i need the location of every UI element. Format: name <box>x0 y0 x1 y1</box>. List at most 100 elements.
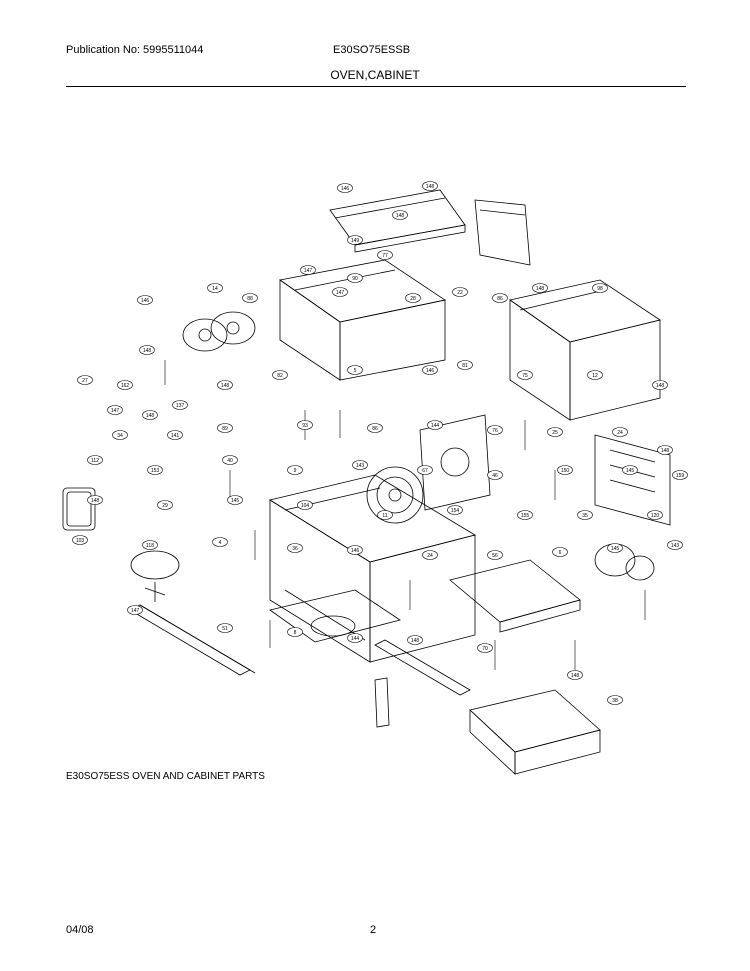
part-callout-label: 137 <box>176 403 185 409</box>
part-callout-label: 24 <box>617 430 623 436</box>
publication-number: Publication No: 5995511044 <box>66 44 204 56</box>
part-callout-label: 28 <box>410 296 416 302</box>
door-gasket-part <box>62 487 96 531</box>
part-callout-label: 6 <box>559 550 562 556</box>
part-callout-label: 145 <box>231 498 240 504</box>
part-callout-label: 148 <box>143 348 152 354</box>
part-callout-label: 77 <box>382 253 388 259</box>
part-callout-label: 162 <box>121 383 130 389</box>
part-callout-label: 155 <box>521 513 530 519</box>
part-callout: 146 <box>347 545 363 555</box>
part-callout: 148 <box>392 210 408 220</box>
blower-part <box>594 543 655 581</box>
part-callout-label: 148 <box>146 413 155 419</box>
part-callout-label: 88 <box>247 296 253 302</box>
part-callout-label: 144 <box>351 636 360 642</box>
part-callout-label: 14 <box>212 286 218 292</box>
part-callout: 144 <box>427 420 443 430</box>
part-callout: 148 <box>422 181 438 191</box>
part-callout: 148 <box>139 345 155 355</box>
part-callout: 143 <box>352 460 368 470</box>
rear-panel-part <box>419 414 491 511</box>
part-callout: 14 <box>207 283 223 293</box>
part-callout-label: 148 <box>656 383 665 389</box>
part-callout-label: 103 <box>76 538 85 544</box>
part-callout: 146 <box>337 183 353 193</box>
part-callout-label: 148 <box>411 638 420 644</box>
part-callout-label: 146 <box>341 186 350 192</box>
part-callout-label: 46 <box>492 473 498 479</box>
part-callout: 36 <box>287 543 303 553</box>
part-callout: 112 <box>87 455 103 465</box>
part-callout-label: 120 <box>651 513 660 519</box>
part-callout: 6 <box>552 547 568 557</box>
part-callout-label: 148 <box>91 498 100 504</box>
part-callout: 34 <box>112 430 128 440</box>
fasteners-group <box>164 360 646 670</box>
floor-tray-part <box>449 559 581 633</box>
part-callout: 145 <box>227 495 243 505</box>
part-callout: 148 <box>657 445 673 455</box>
part-callout-label: 35 <box>582 513 588 519</box>
part-callout: 143 <box>667 540 683 550</box>
part-callout: 162 <box>117 380 133 390</box>
part-callout-label: 22 <box>457 290 463 296</box>
part-callout-label: 4 <box>219 540 222 546</box>
part-callout: 148 <box>567 670 583 680</box>
part-callout: 147 <box>332 287 348 297</box>
part-callout-label: 51 <box>222 626 228 632</box>
part-callout: 104 <box>297 500 313 510</box>
part-callout: 86 <box>367 423 383 433</box>
part-callout-label: 93 <box>302 423 308 429</box>
part-callout-label: 70 <box>482 646 488 652</box>
part-callout-label: 146 <box>426 368 435 374</box>
part-callout-label: 149 <box>351 238 360 244</box>
part-callout-label: 56 <box>492 553 498 559</box>
part-callout: 82 <box>272 370 288 380</box>
part-callout: 149 <box>347 235 363 245</box>
part-callout-label: 146 <box>141 298 150 304</box>
top-plate-part <box>474 199 531 266</box>
part-callout: 70 <box>477 643 493 653</box>
part-callout-label: 159 <box>676 473 685 479</box>
part-callout-label: 82 <box>277 373 283 379</box>
part-callout: 5 <box>347 365 363 375</box>
fan-assembly-part <box>182 311 256 352</box>
part-callout: 148 <box>532 283 548 293</box>
part-callout: 22 <box>452 287 468 297</box>
turntable-part <box>130 550 180 602</box>
part-callout-label: 25 <box>552 430 558 436</box>
part-callout-label: 143 <box>671 543 680 549</box>
part-callout: 11 <box>377 510 393 520</box>
part-callout-label: 143 <box>356 463 365 469</box>
part-callout: 148 <box>217 380 233 390</box>
part-callout-label: 153 <box>151 468 160 474</box>
part-callout-label: 148 <box>426 184 435 190</box>
part-callout: 25 <box>547 427 563 437</box>
part-callout: 51 <box>217 623 233 633</box>
part-callout: 35 <box>577 510 593 520</box>
part-callout-label: 148 <box>661 448 670 454</box>
part-callout-label: 147 <box>111 408 120 414</box>
part-callout: 40 <box>222 455 238 465</box>
part-callout-label: 148 <box>221 383 230 389</box>
part-callout: 24 <box>422 550 438 560</box>
part-callout-label: 29 <box>162 503 168 509</box>
part-callout-label: 148 <box>396 213 405 219</box>
part-callout-label: 8 <box>294 630 297 636</box>
part-callout-label: 9 <box>294 468 297 474</box>
part-callout: 148 <box>142 410 158 420</box>
part-callout: 141 <box>167 430 183 440</box>
part-callout: 147 <box>127 605 143 615</box>
part-callout: 144 <box>347 633 363 643</box>
part-callout-label: 146 <box>351 548 360 554</box>
part-callout: 76 <box>487 425 503 435</box>
part-callout: 146 <box>422 365 438 375</box>
part-callout: 150 <box>557 465 573 475</box>
part-callout: 103 <box>72 535 88 545</box>
part-callout-label: 154 <box>451 508 460 514</box>
part-callout-label: 24 <box>427 553 433 559</box>
section-title: OVEN,CABINET <box>330 68 420 82</box>
part-callout: 46 <box>487 470 503 480</box>
part-callout-label: 147 <box>304 268 313 274</box>
